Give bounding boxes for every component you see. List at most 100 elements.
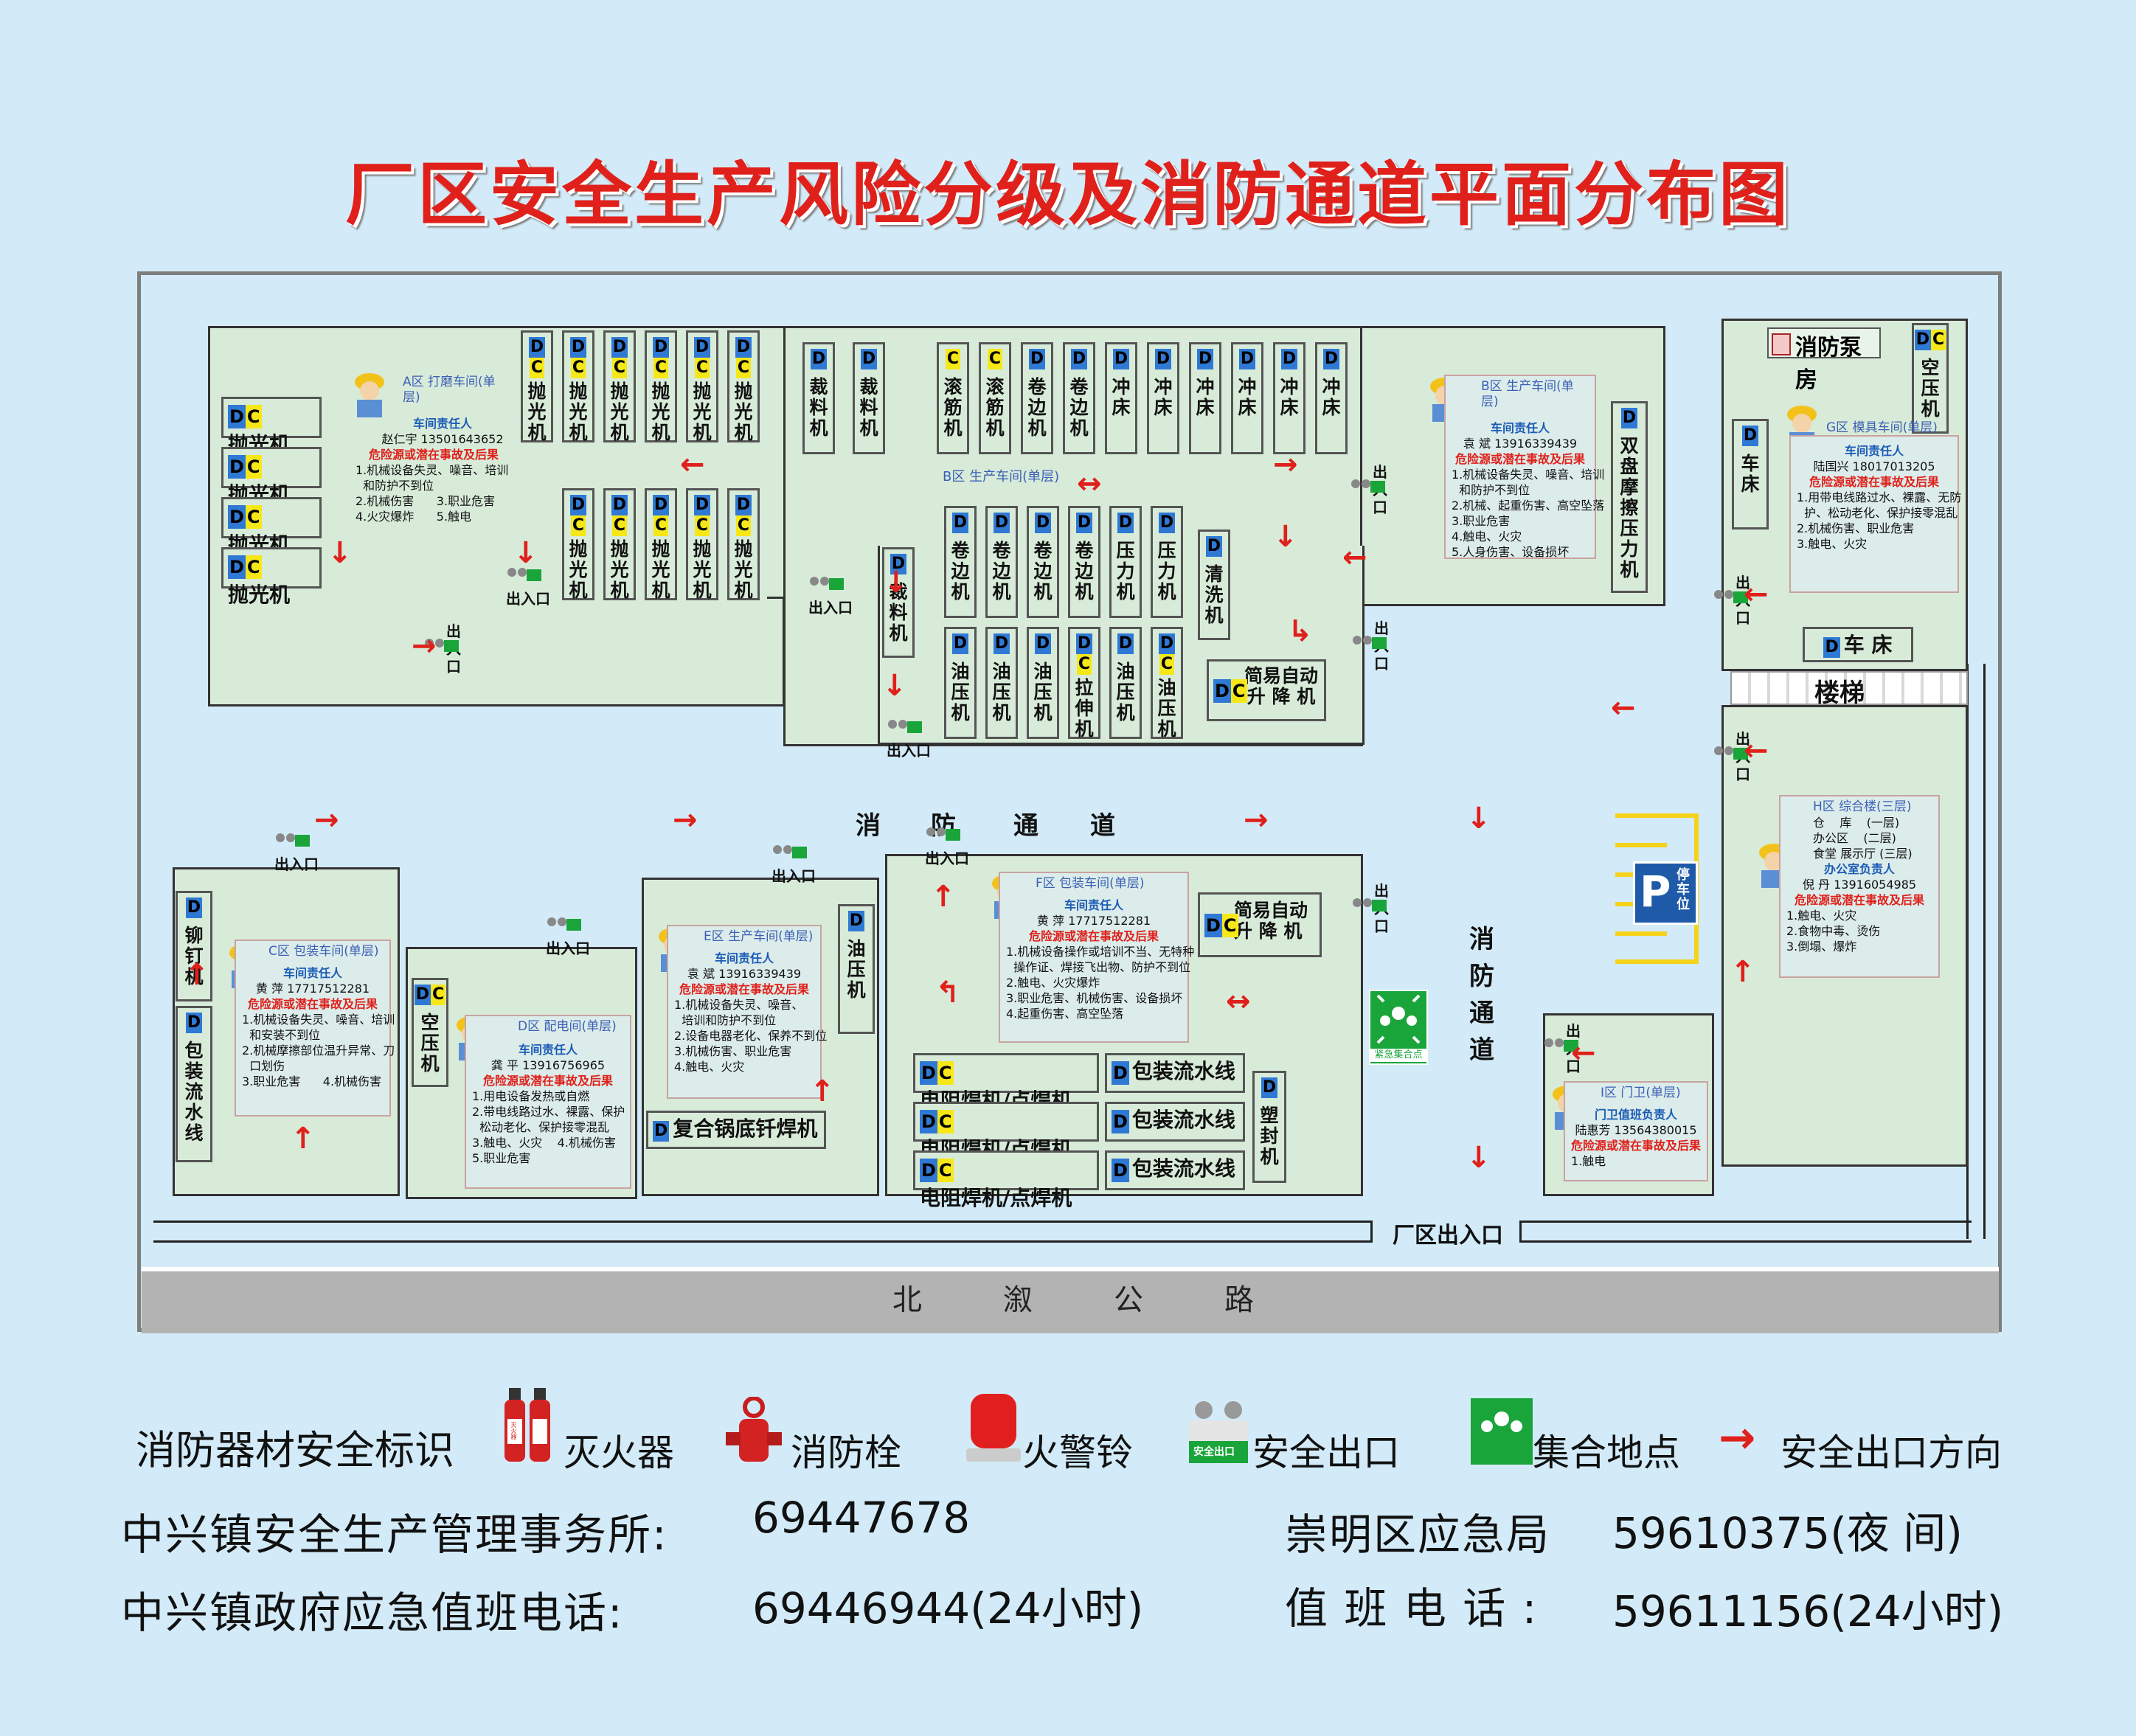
risk-badge: D bbox=[860, 349, 878, 369]
machine-riveter: D 铆 钉 机 bbox=[176, 891, 212, 1001]
risk-badge: D bbox=[1196, 349, 1214, 369]
risk-badge: DC bbox=[528, 337, 546, 378]
exit-sign-icon: 安全出口 bbox=[1186, 1395, 1251, 1466]
exit-direction-arrow: → bbox=[412, 629, 437, 663]
exit-sign-icon bbox=[808, 575, 845, 597]
risk-badge: D bbox=[993, 633, 1010, 654]
parking-sign: P 停 车 位 bbox=[1633, 861, 1698, 925]
exit-label: 出入口 bbox=[887, 742, 931, 760]
fire-lane-label: 消 bbox=[856, 811, 881, 841]
machine-lathe-h: D 车 床 bbox=[1803, 627, 1913, 662]
exit-direction-arrow: ↓ bbox=[1273, 520, 1298, 554]
risk-badge: D bbox=[810, 349, 828, 369]
exit-direction-arrow: ↓ bbox=[513, 536, 538, 570]
road-char: 溆 bbox=[1003, 1283, 1033, 1317]
risk-badge: D bbox=[890, 554, 907, 574]
exit-label: 出入口 bbox=[506, 590, 550, 608]
road-char: 路 bbox=[1224, 1283, 1254, 1317]
exit-sign-icon bbox=[771, 844, 808, 866]
risk-badge: D bbox=[1034, 513, 1052, 533]
risk-badge: C bbox=[987, 349, 1003, 369]
fence-line bbox=[153, 1221, 1373, 1243]
machine-pack-line-c: D 包 装 流 水 线 bbox=[176, 1006, 212, 1162]
exit-direction-arrow: ↑ bbox=[291, 1122, 316, 1156]
risk-badge: D bbox=[1158, 513, 1176, 533]
risk-badge: D bbox=[1154, 349, 1172, 369]
risk-badge: D bbox=[1028, 349, 1046, 369]
exit-sign-icon bbox=[423, 637, 460, 659]
exit-sign-icon bbox=[1543, 1037, 1580, 1059]
risk-badge: D bbox=[1112, 349, 1130, 369]
zone-a-card: A区 打磨车间(单层) 车间责任人 赵仁宇 13501643652 危险源或潜在… bbox=[356, 375, 509, 524]
road-char: 公 bbox=[1114, 1283, 1143, 1317]
fire-extinguisher-icon: 灭火器 bbox=[500, 1383, 555, 1465]
fence-line bbox=[1519, 1221, 1972, 1243]
gate-label: 厂区出入口 bbox=[1393, 1223, 1503, 1249]
zone-b-label: B区 生产车间(单层) bbox=[943, 469, 1060, 485]
assembly-point-icon: 紧急集合点 bbox=[1369, 990, 1428, 1065]
exit-direction-arrow: ↓ bbox=[884, 566, 909, 600]
exit-direction-arrow: → bbox=[1719, 1412, 1756, 1464]
contact-value: 69447678 bbox=[752, 1493, 971, 1543]
zone-h-card: H区 综合楼(三层) 仓 库 (一层) 办公区 (二层) 食堂 展示厅 (三层)… bbox=[1779, 795, 1940, 978]
risk-badge: DC bbox=[735, 495, 752, 536]
zone-d-card: D区 配电间(单层) 车间责任人 龚 平 13916756965 危险源或潜在事… bbox=[465, 1015, 631, 1189]
exit-sign-icon bbox=[274, 832, 311, 854]
machine-sealer: D 塑 封 机 bbox=[1252, 1071, 1286, 1183]
risk-badge: D bbox=[1112, 1110, 1129, 1133]
risk-badge: D bbox=[1117, 513, 1134, 533]
exit-direction-arrow: ← bbox=[1342, 541, 1367, 574]
risk-badge: DC bbox=[569, 337, 587, 378]
legend-direction: 安全出口方向 bbox=[1780, 1431, 2002, 1474]
assembly-label: 紧急集合点 bbox=[1370, 1049, 1426, 1062]
risk-badge: C bbox=[945, 349, 961, 369]
risk-badge: D bbox=[1117, 633, 1134, 654]
exit-sign-icon bbox=[1350, 478, 1387, 500]
safety-worker-icon bbox=[351, 372, 388, 417]
risk-badge: D bbox=[1070, 349, 1088, 369]
fire-lane-label: 通 bbox=[1013, 811, 1038, 841]
fire-hydrant-icon bbox=[724, 1396, 783, 1465]
exit-direction-arrow: ← bbox=[1744, 577, 1769, 611]
exit-direction-arrow: ↳ bbox=[1288, 614, 1313, 648]
exit-direction-arrow: ↔ bbox=[1226, 985, 1251, 1018]
fire-lane-label: 防 bbox=[1469, 962, 1494, 991]
exit-direction-arrow: ↑ bbox=[810, 1074, 835, 1108]
risk-badge: DC bbox=[652, 495, 670, 536]
risk-badge: D bbox=[1280, 349, 1298, 369]
exit-sign-icon bbox=[546, 916, 583, 938]
exit-direction-arrow: ↰ bbox=[935, 976, 960, 1010]
exit-direction-arrow: → bbox=[673, 803, 698, 837]
exit-direction-arrow: ↓ bbox=[327, 536, 353, 570]
machine-washer: D 清 洗 机 bbox=[1198, 530, 1230, 640]
exit-direction-arrow: ↑ bbox=[184, 958, 209, 992]
contact-label: 中兴镇安全生产管理事务所: bbox=[121, 1510, 668, 1560]
exit-direction-arrow: → bbox=[1244, 803, 1269, 837]
exit-sign-icon bbox=[506, 566, 543, 588]
road-char: 北 bbox=[892, 1283, 922, 1317]
page-title: 厂区安全生产风险分级及消防通道平面分布图 bbox=[344, 154, 1791, 235]
